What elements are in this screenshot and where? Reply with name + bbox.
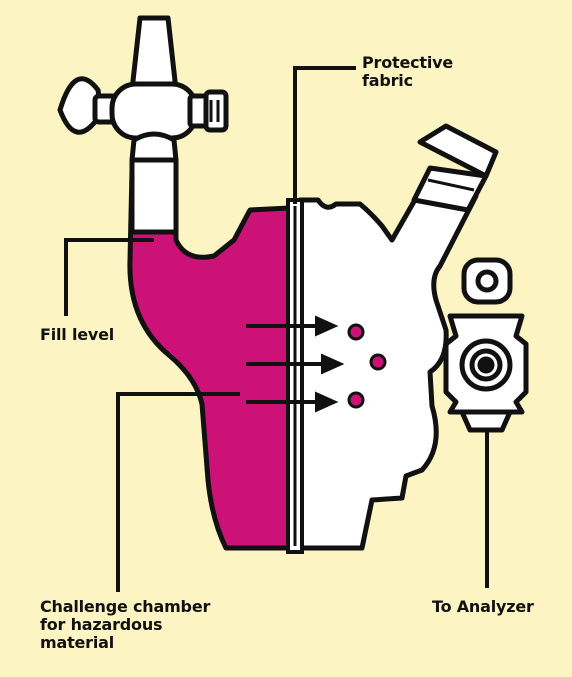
protective-fabric-membrane: [286, 198, 304, 554]
sampling-port-icon: [443, 257, 529, 588]
challenge-leader-line: [116, 392, 240, 592]
protective-fabric-label: Protective fabric: [362, 53, 454, 90]
stopcock-icon: [57, 15, 229, 163]
fill-level-leader-line: [64, 238, 154, 316]
leader-lines: [64, 66, 356, 592]
fabric-leader-line: [293, 66, 356, 204]
arrow-right-icon: [246, 391, 339, 413]
droplet-icon: [369, 353, 387, 371]
challenge-chamber-label: Challenge chamber for hazardous material: [40, 597, 211, 652]
arrow-right-icon: [246, 315, 339, 337]
flow-arrows: [246, 315, 345, 413]
cell-body: [297, 167, 479, 551]
side-neck: [411, 123, 499, 213]
permeant-droplets: [347, 323, 387, 409]
droplet-icon: [347, 391, 365, 409]
arrow-right-icon: [246, 353, 345, 375]
liquid-chamber: [127, 157, 293, 551]
fill-level-label: Fill level: [40, 325, 115, 344]
droplet-icon: [347, 323, 365, 341]
to-analyzer-label: To Analyzer: [432, 597, 534, 616]
